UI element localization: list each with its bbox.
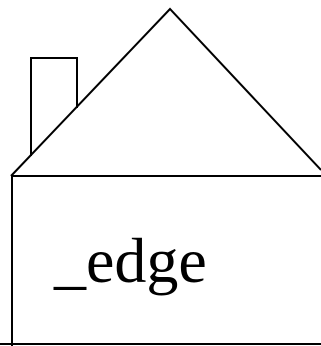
edge-wordmark-text: _edge — [53, 225, 207, 296]
chimney-outline — [31, 58, 77, 156]
roof-outline — [11, 9, 321, 176]
